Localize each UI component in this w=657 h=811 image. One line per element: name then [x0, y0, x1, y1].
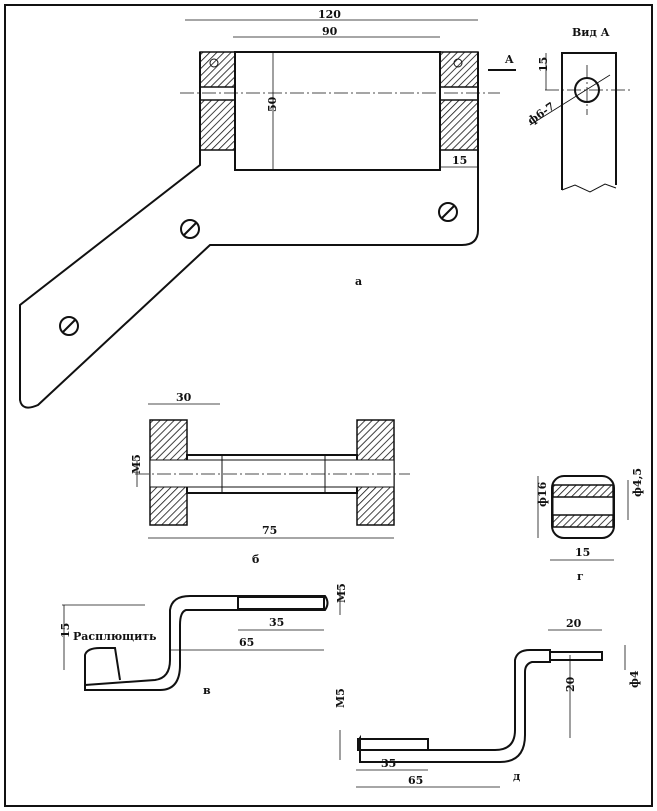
- frame: [4, 4, 653, 807]
- dim-75: 75: [262, 524, 277, 537]
- dim-65-v: 65: [239, 636, 254, 649]
- dim-15: 15: [452, 154, 467, 167]
- dim-m5-d: М5: [334, 688, 347, 708]
- view-d-handle: 20 20 ф4 М5 35 65 д: [334, 617, 641, 788]
- view-a-detail: Вид А 15 ф6-7: [525, 26, 630, 193]
- dim-d4: ф4: [628, 670, 641, 688]
- dim-30: 30: [176, 391, 192, 404]
- dim-d16: ф16: [536, 481, 549, 507]
- dim-35-d: 35: [381, 757, 396, 770]
- dim-m5-v: М5: [335, 583, 348, 603]
- dim-65-d: 65: [408, 774, 423, 787]
- view-b-label: б: [252, 553, 259, 566]
- dim-m5: М5: [130, 454, 143, 474]
- dim-d4-5: ф4,5: [631, 468, 644, 497]
- view-a-title: Вид А: [572, 26, 610, 39]
- screw-icon: [438, 202, 458, 222]
- view-v-handle: 15 Расплющить 35 65 М5 в: [59, 583, 348, 697]
- view-a-bracket: 120 90 50 15 A а: [19, 8, 516, 409]
- view-a-label: а: [355, 275, 362, 288]
- dim-90: 90: [322, 25, 338, 38]
- dim-20-top: 20: [566, 617, 582, 630]
- dim-hole: ф6-7: [525, 100, 557, 128]
- view-g-label: г: [577, 570, 584, 583]
- view-g-nut: ф16 ф4,5 15 г: [536, 468, 644, 583]
- dim-view-a-15: 15: [537, 57, 550, 72]
- view-b-spacer: 30 М5 75 б: [130, 391, 410, 566]
- view-d-label: д: [513, 770, 520, 783]
- screw-icon: [180, 219, 200, 239]
- note-flatten: Расплющить: [73, 630, 157, 643]
- screw-icon: [59, 316, 79, 336]
- dim-120: 120: [318, 8, 341, 21]
- dim-15-g: 15: [575, 546, 590, 559]
- dim-20-height: 20: [564, 676, 577, 692]
- dim-50: 50: [266, 96, 279, 112]
- arrow-a-label: A: [504, 53, 514, 66]
- dim-15-v: 15: [59, 623, 72, 638]
- dim-35-v: 35: [269, 616, 284, 629]
- view-v-label: в: [203, 684, 211, 697]
